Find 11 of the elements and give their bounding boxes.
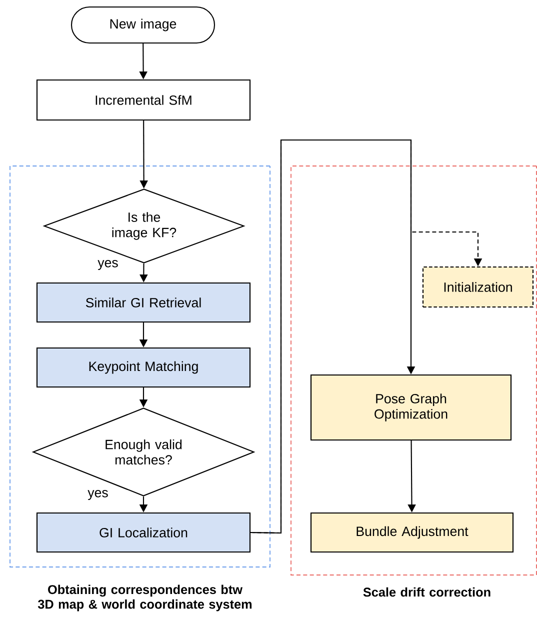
process-box: Initialization [422,266,534,308]
process-box: Bundle Adjustment [310,512,514,553]
process-box: GI Localization [36,512,251,553]
process-box: Keypoint Matching [36,347,251,388]
group-heading: Obtaining correspondences btw 3D map & world coordinate system [38,584,252,612]
group-heading: Scale drift correction [363,587,490,597]
terminal-box: New image [70,6,216,44]
arrow [250,139,416,534]
process-box: Similar GI Retrieval [36,282,251,323]
process-box: Incremental SfM [36,79,251,121]
process-box: Pose Graph Optimization [310,374,512,441]
